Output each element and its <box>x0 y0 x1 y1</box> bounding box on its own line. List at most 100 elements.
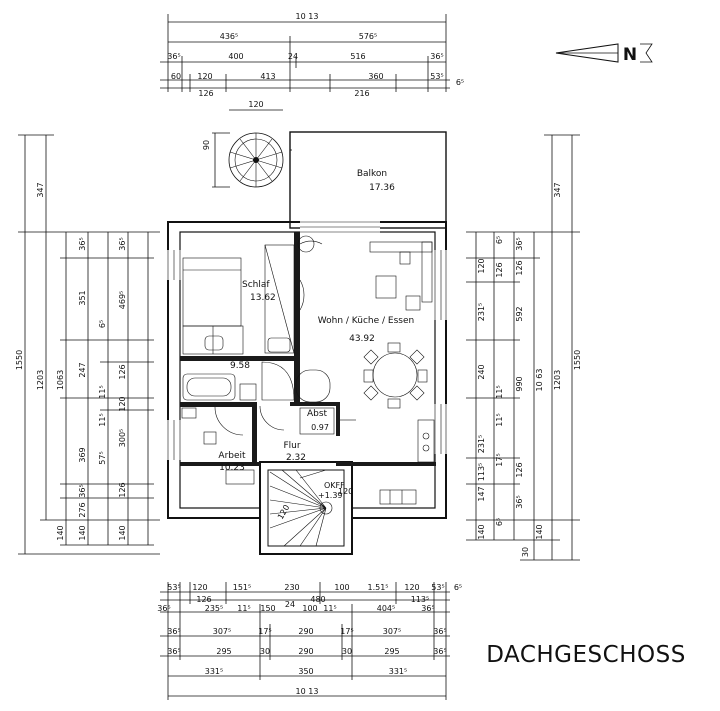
dim-left-c3-0: 36⁵ <box>78 237 87 250</box>
left-dimensions: 1550 347 1203 1063 36⁵ 351 247 369 36⁵ 2… <box>15 134 160 555</box>
dim-right-b1: 140 <box>535 524 544 539</box>
exterior-walls <box>167 221 448 555</box>
dim-right-upper: 347 <box>553 182 562 197</box>
dim-top-4b: 216 <box>354 89 369 98</box>
dim-bot-5-0: 36⁵ <box>167 647 180 656</box>
bad-area: 9.58 <box>230 361 250 371</box>
dim-right-c3-4: 126 <box>515 462 524 477</box>
dim-top-2c: 24 <box>288 52 298 61</box>
abst-area: 0.97 <box>311 423 329 432</box>
dim-right-b2: 30 <box>521 547 530 557</box>
room-wohnen: Wohn / Küche / Essen 43.92 <box>297 235 435 505</box>
dim-top-2e: 36⁵ <box>430 52 443 61</box>
balkon-label: Balkon <box>357 169 387 179</box>
dim-bot-6-2: 331⁵ <box>389 667 407 676</box>
dim-bot-4-2: 17⁵ <box>258 627 271 636</box>
dim-right-c2-1: 11⁵ <box>495 385 504 398</box>
flur-label: Flur <box>283 441 300 451</box>
dim-top-3f: 6⁵ <box>456 78 464 87</box>
dim-bot-3-4: 24 <box>285 600 295 609</box>
dim-bot-3-0: 36⁵ <box>157 604 170 613</box>
dim-right-c1-6: 147 <box>477 486 486 501</box>
dim-top-3b: 120 <box>197 72 212 81</box>
room-flur: Flur 2.32 <box>283 441 306 463</box>
dim-left-inner: 1203 <box>36 370 45 390</box>
dim-right-rooms: 10 63 <box>535 369 544 392</box>
dim-left-b2: 140 <box>118 525 127 540</box>
right-dimensions: 120 231⁵ 240 231⁵ 113⁵ 147 126 6⁵ 11⁵ 11… <box>466 134 582 561</box>
spiral-stair: 120 90 <box>202 100 284 188</box>
dim-top-3c: 413 <box>260 72 275 81</box>
dim-stair-width: 120 <box>248 100 263 109</box>
dim-left-c4-1: 11⁵ <box>98 385 107 398</box>
dim-right-inner: 1203 <box>553 370 562 390</box>
stair-note-level: +1.39 <box>318 491 343 500</box>
dim-left-b0: 140 <box>56 525 65 540</box>
room-schlaf: Schlaf 13.62 <box>182 244 295 355</box>
plan-title: DACHGESCHOSS <box>486 642 686 668</box>
dim-right-c3-0: 36⁵ <box>515 237 524 250</box>
north-arrow: N <box>555 43 653 65</box>
dim-bot-5-1: 295 <box>216 647 231 656</box>
dim-bot-5-5: 295 <box>384 647 399 656</box>
balkon-area: 17.36 <box>369 183 395 193</box>
dim-bot-1-7: 53⁵ <box>431 583 444 592</box>
dim-bot-2-2: 113⁵ <box>411 595 429 604</box>
dim-top-1b: 576⁵ <box>359 32 377 41</box>
dim-top-total: 10 13 <box>296 12 319 21</box>
dim-left-upper: 347 <box>36 182 45 197</box>
dim-bot-5-3: 290 <box>298 647 313 656</box>
dim-left-total: 1550 <box>15 350 24 370</box>
dim-bot-3-5: 100 <box>302 604 317 613</box>
schlaf-area: 13.62 <box>250 293 276 303</box>
dim-left-c5-1: 469⁵ <box>118 291 127 309</box>
dim-left-c3-3: 369 <box>78 447 87 462</box>
dim-right-b0: 140 <box>477 524 486 539</box>
dim-top-2d: 516 <box>350 52 365 61</box>
stair-note-okff: OKFF <box>324 481 345 490</box>
dim-left-c3-2: 247 <box>78 362 87 377</box>
dim-bot-3-8: 36⁵ <box>421 604 434 613</box>
dim-bot-3-3: 150 <box>260 604 275 613</box>
dim-bot-4-1: 307⁵ <box>213 627 231 636</box>
dim-bot-5-6: 36⁵ <box>433 647 446 656</box>
dim-bot-2-1: 480 <box>310 595 325 604</box>
dim-right-c3-2: 592 <box>515 306 524 321</box>
dim-right-c1-5: 113⁵ <box>477 463 486 481</box>
room-bad: 9.58 <box>182 335 331 403</box>
dim-bot-4-6: 36⁵ <box>433 627 446 636</box>
dim-bot-3-1: 235⁵ <box>205 604 223 613</box>
dim-top-2a: 36⁵ <box>167 52 180 61</box>
dim-left-c5-2: 126 <box>118 364 127 379</box>
dim-left-c3-4: 36⁵ <box>78 484 87 497</box>
dim-bot-1-0: 53⁵ <box>167 583 180 592</box>
dim-right-c3-3: 990 <box>515 376 524 391</box>
dim-bot-4-0: 36⁵ <box>167 627 180 636</box>
room-abst: Abst 0.97 <box>299 407 335 435</box>
dim-top-2b: 400 <box>228 52 243 61</box>
dim-left-c3-1: 351 <box>78 290 87 305</box>
dim-top-3e: 53⁵ <box>430 72 443 81</box>
dim-stair-depth: 90 <box>202 140 211 150</box>
dim-bot-total: 10 13 <box>296 687 319 696</box>
dim-right-c1-0: 120 <box>477 258 486 273</box>
dim-right-c3-5: 36⁵ <box>515 495 524 508</box>
dim-bot-6-1: 350 <box>298 667 313 676</box>
dim-bot-1-3: 230 <box>284 583 299 592</box>
dim-bot-5-2: 30 <box>260 647 270 656</box>
room-arbeit: Arbeit 10.23 <box>181 407 255 485</box>
dim-left-c4-2: 11⁵ <box>98 413 107 426</box>
dim-right-c2-2: 11⁵ <box>495 413 504 426</box>
dim-bot-4-4: 17⁵ <box>340 627 353 636</box>
dim-left-c4-3: 57⁵ <box>98 451 107 464</box>
dim-right-c1-3: 240 <box>477 364 486 379</box>
abst-label: Abst <box>307 409 328 419</box>
wohnen-area: 43.92 <box>349 334 375 344</box>
dim-right-c3-1: 126 <box>515 260 524 275</box>
dim-right-c2-3: 17⁵ <box>495 453 504 466</box>
dim-top-4a: 126 <box>198 89 213 98</box>
dim-left-c5-0: 36⁵ <box>118 237 127 250</box>
dim-bot-1-6: 120 <box>404 583 419 592</box>
dim-left-b1: 140 <box>78 525 87 540</box>
